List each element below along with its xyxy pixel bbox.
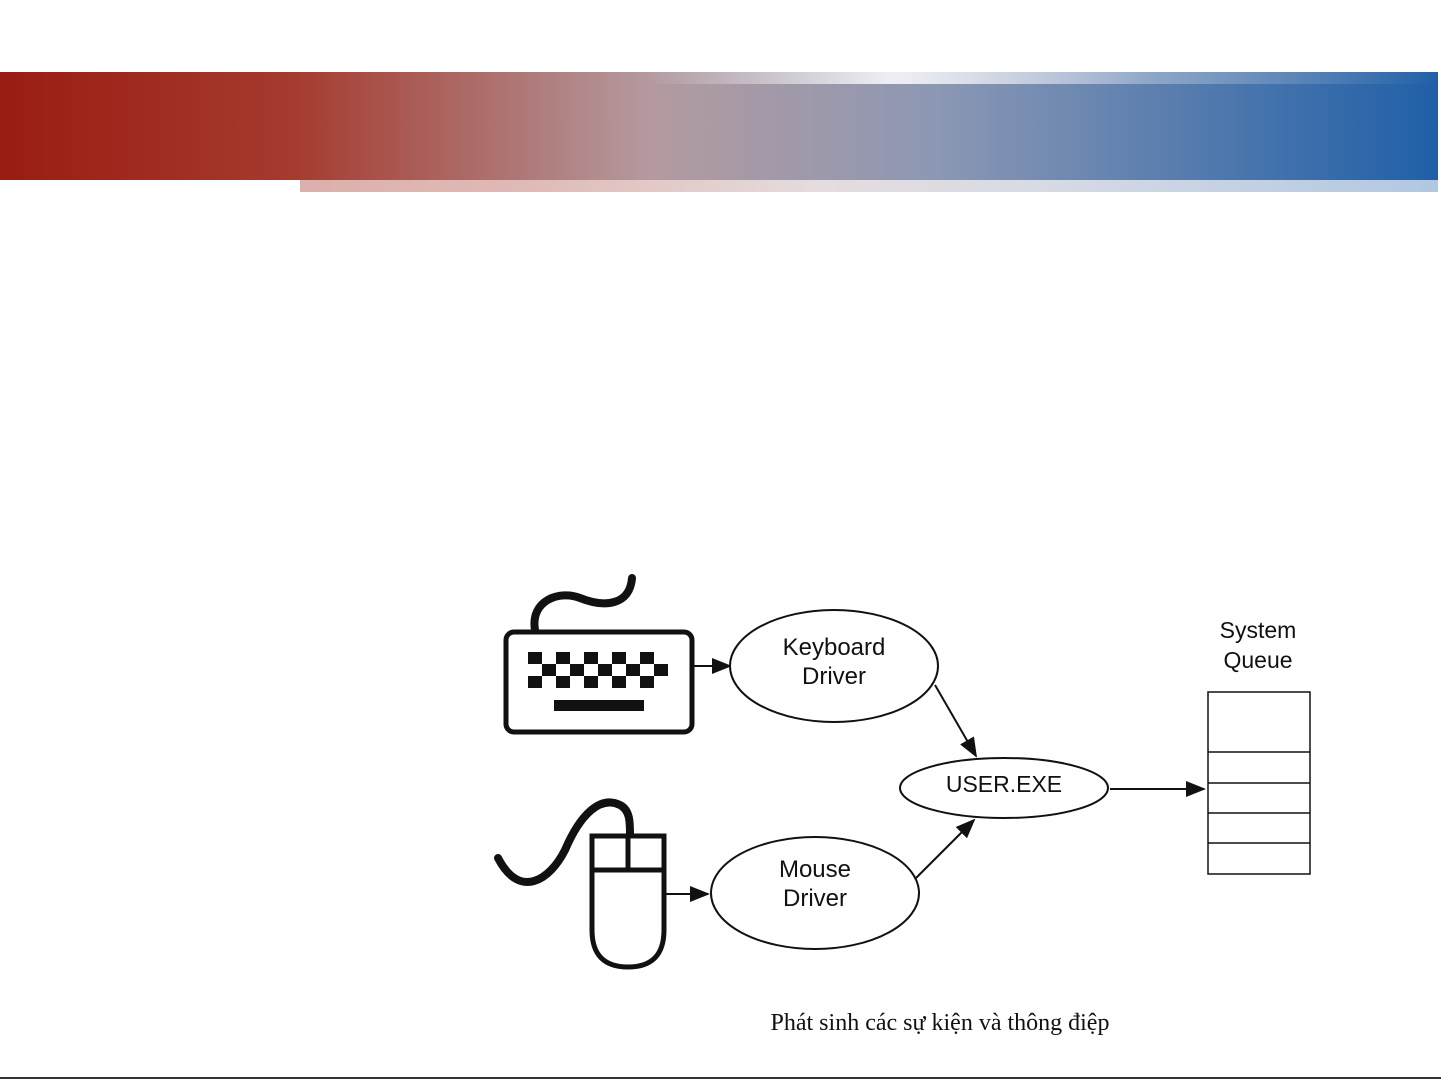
footer-divider — [0, 1077, 1441, 1079]
diagram-caption: Phát sinh các sự kiện và thông điệp — [720, 1010, 1160, 1037]
svg-text:Queue: Queue — [1223, 647, 1292, 673]
mouse-driver-to-user-arrow — [916, 820, 974, 878]
svg-text:System: System — [1220, 617, 1297, 643]
user-exe-node: USER.EXE — [900, 758, 1108, 818]
svg-text:Mouse: Mouse — [779, 856, 851, 883]
mouse-driver-node: Mouse Driver — [711, 837, 919, 949]
svg-text:Driver: Driver — [783, 885, 847, 912]
mouse-icon — [498, 802, 664, 967]
system-queue: System Queue — [1208, 617, 1310, 874]
svg-text:USER.EXE: USER.EXE — [946, 771, 1062, 797]
keyboard-driver-to-user-arrow — [935, 685, 976, 756]
event-flow-diagram: Keyboard Driver Mouse Driver USER.EXE Sy… — [480, 560, 1360, 1060]
keyboard-driver-node: Keyboard Driver — [730, 610, 938, 722]
svg-text:Keyboard: Keyboard — [783, 634, 886, 661]
svg-text:Driver: Driver — [802, 663, 866, 690]
keyboard-icon — [506, 578, 692, 732]
header-gradient-band — [0, 72, 1441, 192]
